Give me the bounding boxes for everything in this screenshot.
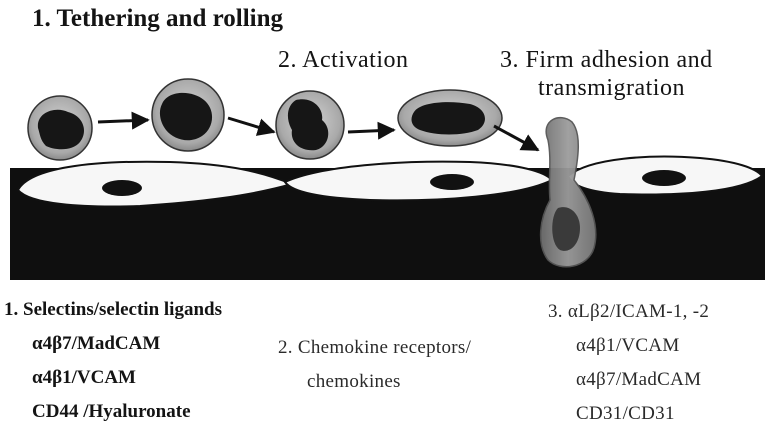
selectins-heading: 1. Selectins/selectin ligands	[4, 300, 222, 319]
arrow-4	[494, 126, 538, 150]
col3-item-4: CD31/CD31	[576, 404, 675, 423]
leukocyte-1	[28, 96, 92, 160]
leukocyte-3	[276, 91, 344, 159]
chemokine-line-2: chemokines	[307, 372, 401, 391]
arrow-3	[348, 130, 394, 132]
col3-item-3: α4β7/MadCAM	[576, 370, 701, 389]
leukocyte-4-nucleus	[412, 102, 485, 134]
arrow-2	[228, 118, 274, 132]
arrow-1	[98, 120, 148, 122]
endothelial-nucleus-1	[102, 180, 142, 196]
chemokine-line-1: 2. Chemokine receptors/	[278, 338, 471, 357]
col3-item-1: 3. αLβ2/ICAM-1, -2	[548, 302, 709, 321]
endothelial-nucleus-2	[430, 174, 474, 190]
endothelial-nucleus-3	[642, 170, 686, 186]
col1-item-3: CD44 /Hyaluronate	[32, 402, 191, 421]
leukocyte-4	[398, 90, 502, 146]
col1-item-1: α4β7/MadCAM	[32, 334, 160, 353]
leukocyte-2	[152, 79, 224, 151]
col3-item-2: α4β1/VCAM	[576, 336, 680, 355]
col1-item-2: α4β1/VCAM	[32, 368, 136, 387]
